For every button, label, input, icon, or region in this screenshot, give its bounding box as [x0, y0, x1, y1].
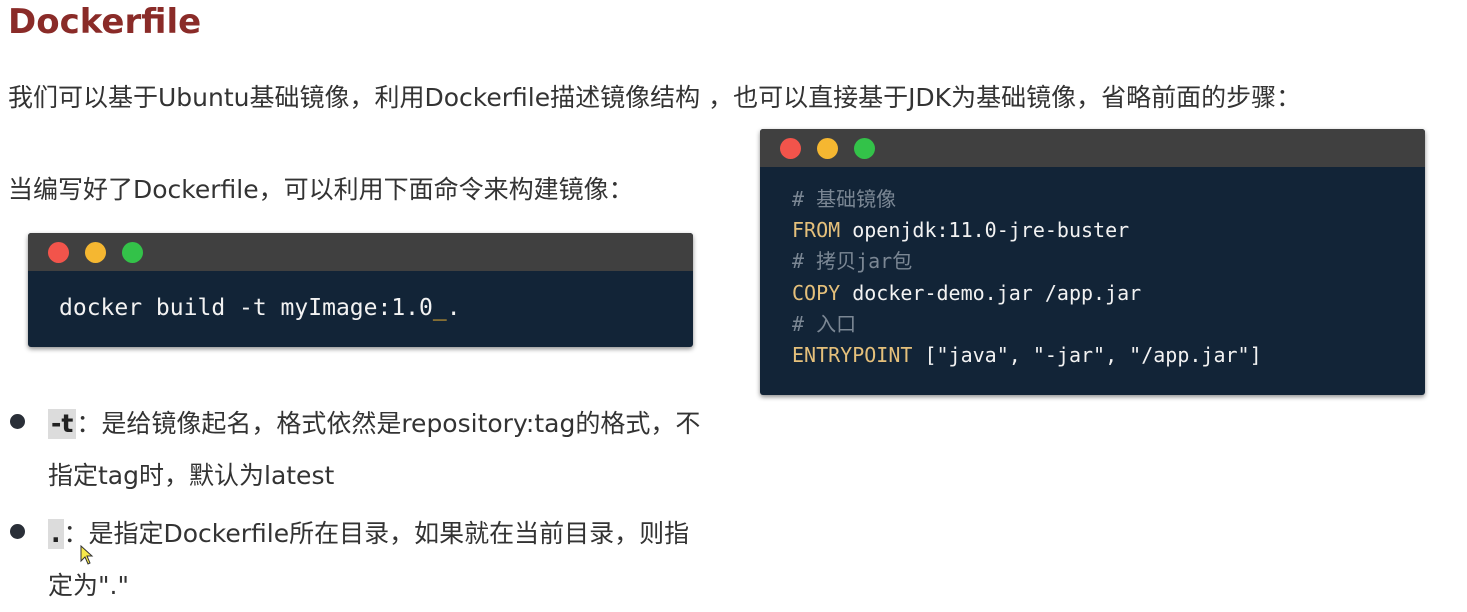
code-comment-base: # 基础镜像: [792, 187, 897, 211]
code-value-from: openjdk:11.0-jre-buster: [840, 218, 1130, 243]
bullet-description: ：是指定Dockerfile所在目录，如果就在当前目录，则指定为".": [48, 519, 690, 600]
code-value-entrypoint: ["java", "-jar", "/app.jar"]: [912, 343, 1262, 368]
code-line-entrypoint: ENTRYPOINT ["java", "-jar", "/app.jar"]: [792, 340, 1262, 371]
build-command-tail: .: [446, 295, 475, 321]
inline-code: -t: [48, 409, 77, 439]
intro-paragraph: 我们可以基于Ubuntu基础镜像，利用Dockerfile描述镜像结构 ，也可以…: [8, 83, 1302, 112]
terminal-title-bar: [760, 129, 1425, 167]
code-comment-entry: # 入口: [792, 311, 857, 336]
text-cursor: _: [432, 295, 447, 321]
maximize-dot-icon: [854, 138, 875, 159]
close-dot-icon: [48, 242, 69, 263]
terminal-title-bar: [28, 233, 693, 271]
bullet-dot-icon: [10, 524, 25, 539]
close-dot-icon: [780, 138, 801, 159]
code-comment-copy: # 拷贝jar包: [792, 249, 913, 274]
build-command: docker build -t myImage:1.0_.: [59, 295, 474, 321]
minimize-dot-icon: [85, 242, 106, 263]
dockerfile-code: # 基础镜像 FROM openjdk:11.0-jre-buster # 拷贝ja…: [792, 184, 1262, 371]
build-command-terminal: docker build -t myImage:1.0_.: [28, 233, 693, 347]
code-keyword-from: FROM: [792, 218, 841, 243]
bullet-text: .：是指定Dockerfile所在目录，如果就在当前目录，则指定为".": [48, 508, 708, 612]
bullet-description: ：是给镜像起名，格式依然是repository:tag的格式，不指定tag时，默…: [48, 409, 701, 490]
bullet-text: -t：是给镜像起名，格式依然是repository:tag的格式，不指定tag时…: [48, 398, 708, 502]
mouse-pointer-icon: [80, 545, 94, 565]
inline-code: .: [48, 519, 64, 549]
build-command-main: docker build -t myImage:1.0: [59, 295, 433, 321]
dockerfile-terminal: # 基础镜像 FROM openjdk:11.0-jre-buster # 拷贝ja…: [760, 129, 1425, 395]
page-title: Dockerfile: [8, 2, 202, 42]
maximize-dot-icon: [122, 242, 143, 263]
code-keyword-copy: COPY: [792, 280, 841, 305]
code-line-copy: COPY docker-demo.jar /app.jar: [792, 278, 1262, 309]
code-keyword-entrypoint: ENTRYPOINT: [792, 343, 913, 368]
code-line-from: FROM openjdk:11.0-jre-buster: [792, 215, 1262, 246]
minimize-dot-icon: [817, 138, 838, 159]
build-intro-paragraph: 当编写好了Dockerfile，可以利用下面命令来构建镜像：: [8, 175, 634, 204]
code-value-copy: docker-demo.jar /app.jar: [840, 280, 1142, 305]
bullet-dot-icon: [10, 414, 25, 429]
